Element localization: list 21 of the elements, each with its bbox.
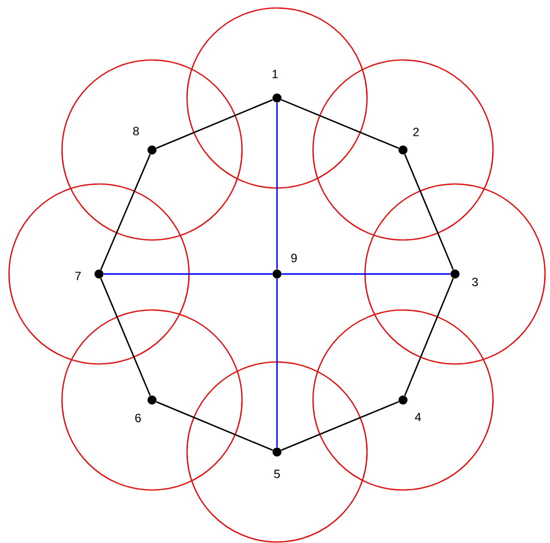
line xyxy=(104,273,272,275)
line xyxy=(276,102,278,270)
vertex-label: 4 xyxy=(414,412,421,422)
line xyxy=(281,99,399,149)
vertex-label: 1 xyxy=(272,70,278,78)
line xyxy=(100,278,151,396)
line xyxy=(276,278,278,448)
vertex-label: 9 xyxy=(291,254,297,262)
line xyxy=(156,401,273,451)
vertex-label: 8 xyxy=(133,126,139,136)
line xyxy=(282,273,450,275)
line xyxy=(100,154,151,270)
vertex-label: 2 xyxy=(413,128,419,136)
line xyxy=(404,278,454,396)
line xyxy=(404,154,454,270)
line xyxy=(281,401,399,451)
vertex-label: 6 xyxy=(135,414,141,422)
vertex-label: 3 xyxy=(472,278,478,286)
line xyxy=(156,99,273,149)
vertex-label: 7 xyxy=(75,272,81,280)
vertex-label: 5 xyxy=(274,470,280,478)
